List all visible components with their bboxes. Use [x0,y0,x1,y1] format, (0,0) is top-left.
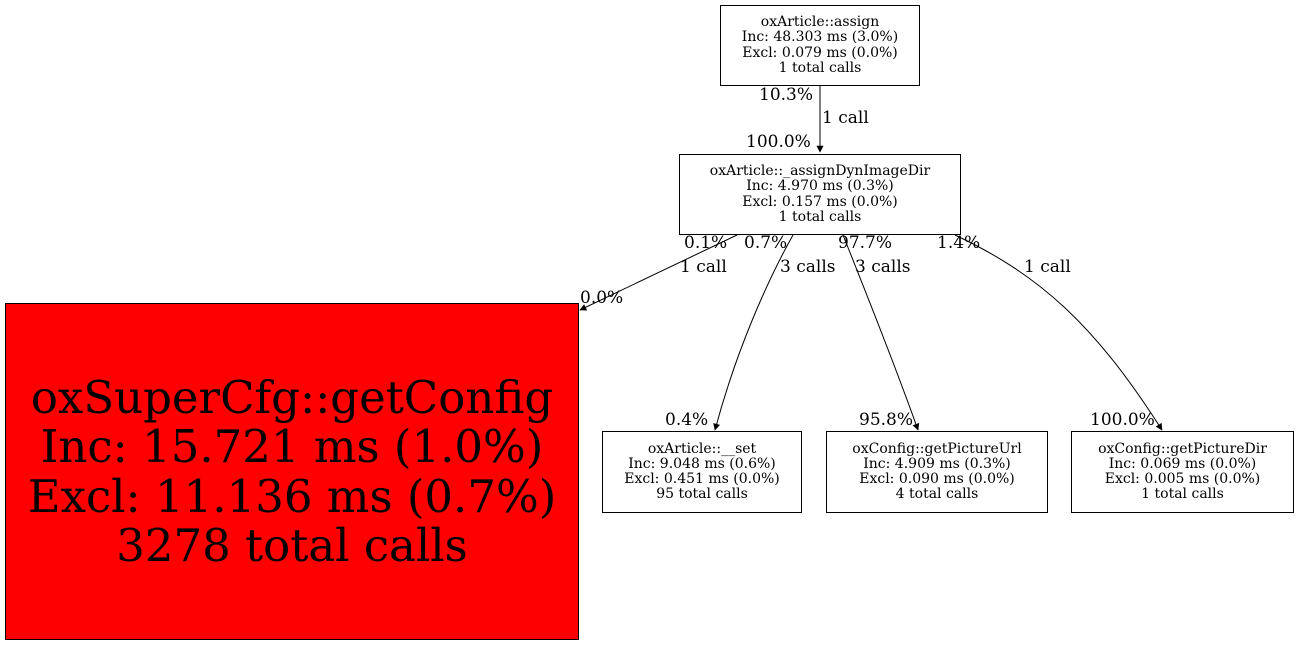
edge-target-percent: 100.0% [746,132,811,152]
edge-target-percent: 95.8% [859,410,914,430]
node-total-calls: 1 total calls [778,208,862,225]
node-exclusive-time: Excl: 0.090 ms (0.0%) [859,471,1015,487]
edge-call-count: 3 calls [855,257,911,277]
edge-source-percent: 0.1% [684,233,728,253]
edge-source-percent: 0.7% [744,233,788,253]
node-get-config: oxSuperCfg::getConfig Inc: 15.721 ms (1.… [5,303,579,640]
node-name: oxArticle::assign [760,14,880,31]
node-name: oxConfig::getPictureDir [1098,440,1267,457]
edge-source-percent: 97.7% [838,233,893,253]
node-set: oxArticle::__set Inc: 9.048 ms (0.6%) Ex… [602,431,802,513]
node-get-picture-dir: oxConfig::getPictureDir Inc: 0.069 ms (0… [1071,431,1294,513]
node-inclusive-time: Inc: 0.069 ms (0.0%) [1108,455,1257,472]
node-inclusive-time: Inc: 4.909 ms (0.3%) [863,455,1011,472]
node-total-calls: 1 total calls [778,59,862,76]
edge-call-count: 1 call [822,108,869,128]
edge-target-percent: 0.4% [665,410,709,430]
node-exclusive-time: Excl: 0.079 ms (0.0%) [742,44,898,61]
node-name: oxArticle::_assignDynImageDir [709,163,931,180]
node-name: oxSuperCfg::getConfig [30,370,554,424]
edge-assign-dyn-to-picture-url [842,234,920,431]
node-inclusive-time: Inc: 9.048 ms (0.6%) [628,455,776,472]
edge-target-percent: 100.0% [1090,410,1155,430]
node-total-calls: 3278 total calls [116,519,468,572]
edge-source-percent: 10.3% [759,85,814,105]
edge-assign-dyn-to-set [713,234,794,431]
edge-call-count: 3 calls [780,257,836,277]
node-inclusive-time: Inc: 48.303 ms (3.0%) [741,29,899,46]
node-total-calls: 4 total calls [895,486,979,503]
node-inclusive-time: Inc: 15.721 ms (1.0%) [40,420,544,473]
node-name: oxConfig::getPictureUrl [852,440,1022,457]
node-exclusive-time: Excl: 0.005 ms (0.0%) [1104,471,1261,487]
node-exclusive-time: Excl: 0.451 ms (0.0%) [624,471,780,487]
node-get-picture-url: oxConfig::getPictureUrl Inc: 4.909 ms (0… [826,431,1048,513]
node-assign-dyn-image-dir: oxArticle::_assignDynImageDir Inc: 4.970… [679,154,961,235]
edge-assign-dyn-to-get-config [579,234,738,311]
node-exclusive-time: Excl: 0.157 ms (0.0%) [742,193,898,210]
edge-call-count: 1 call [1024,257,1071,277]
edge-call-count: 1 call [680,257,727,277]
node-assign: oxArticle::assign Inc: 48.303 ms (3.0%) … [720,5,920,86]
node-inclusive-time: Inc: 4.970 ms (0.3%) [746,178,894,195]
edge-source-percent: 1.4% [937,233,981,253]
node-total-calls: 95 total calls [656,486,748,503]
node-exclusive-time: Excl: 11.136 ms (0.7%) [27,469,557,523]
edge-assign-dyn-to-picture-dir [954,234,1163,431]
node-total-calls: 1 total calls [1141,486,1224,503]
edge-target-percent: 0.0% [580,288,624,308]
node-name: oxArticle::__set [647,440,757,457]
